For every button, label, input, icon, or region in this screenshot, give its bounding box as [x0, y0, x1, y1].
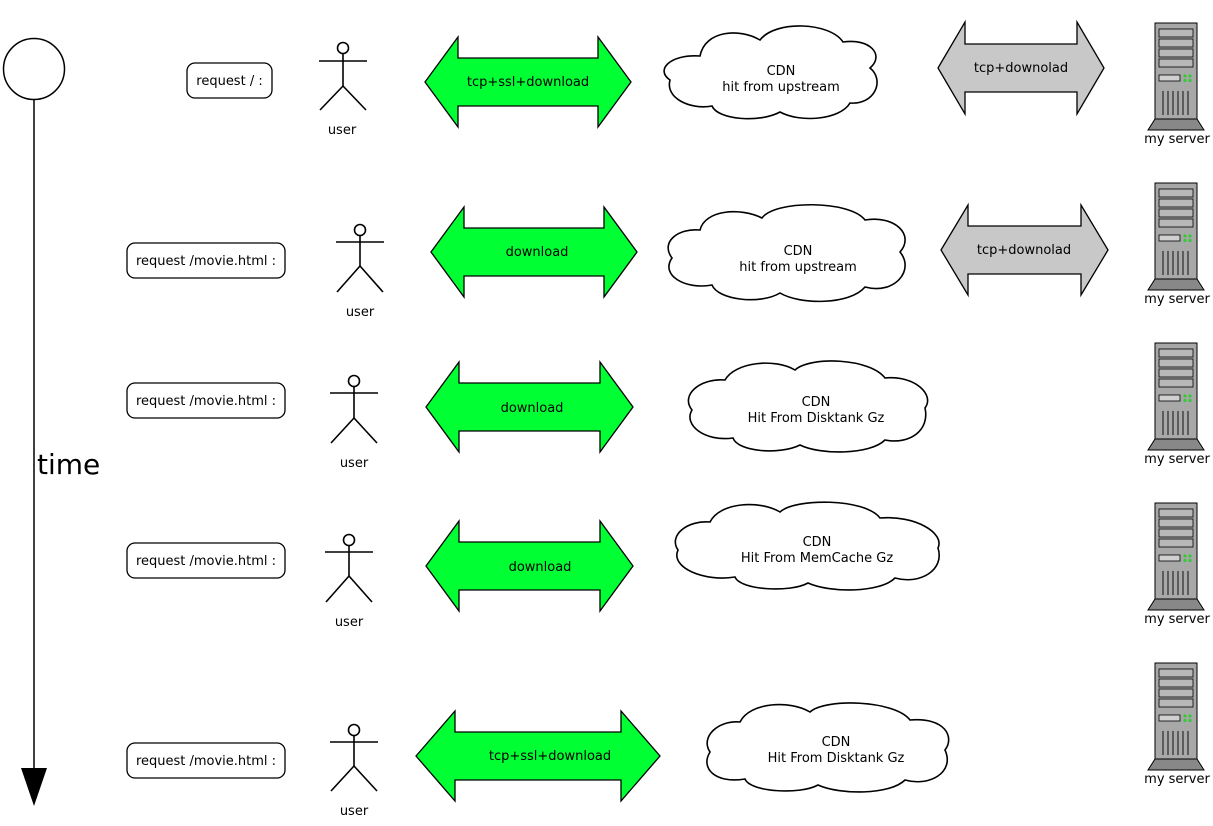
- user-cdn-arrow: [430, 205, 638, 299]
- cdn-title: CDN: [803, 535, 832, 550]
- user-icon: [319, 41, 367, 111]
- user-cdn-arrow-label: download: [501, 401, 564, 416]
- user-icon: [330, 723, 378, 792]
- cdn-server-arrow: [937, 19, 1105, 117]
- request-box: request /movie.html :: [126, 542, 286, 579]
- server-icon: [1147, 342, 1205, 451]
- server-icon: [1147, 662, 1205, 771]
- timeline-label: time: [37, 448, 100, 481]
- cdn-cloud: [663, 25, 878, 120]
- user-cdn-arrow-label: download: [509, 560, 572, 575]
- user-label: user: [335, 615, 364, 630]
- request-label: request /movie.html :: [136, 394, 276, 409]
- user-label: user: [346, 305, 375, 320]
- cdn-status: Hit From MemCache Gz: [741, 551, 893, 566]
- cdn-status: hit from upstream: [722, 80, 840, 95]
- request-label: request /movie.html :: [136, 254, 276, 269]
- row-4: request /movie.html : user download CDN …: [126, 501, 1210, 630]
- user-cdn-arrow: [415, 709, 661, 803]
- server-label: my server: [1144, 132, 1210, 147]
- cdn-title: CDN: [822, 735, 851, 750]
- user-cdn-arrow: [425, 519, 634, 613]
- cdn-title: CDN: [767, 64, 796, 79]
- cdn-title: CDN: [802, 395, 831, 410]
- request-label: request / :: [196, 74, 262, 89]
- cdn-status: Hit From Disktank Gz: [768, 751, 905, 766]
- user-cdn-arrow-label: tcp+ssl+download: [467, 75, 589, 90]
- timeline-arrowhead: [21, 768, 47, 806]
- request-box: request / :: [186, 62, 273, 99]
- user-label: user: [328, 123, 357, 138]
- cdn-status: hit from upstream: [739, 260, 857, 275]
- cdn-title: CDN: [784, 244, 813, 259]
- user-cdn-arrow: [425, 360, 634, 454]
- user-icon: [336, 223, 384, 293]
- row-1: request / : user tcp+ssl+download CDN hi…: [186, 19, 1210, 147]
- cdn-server-arrow-label: tcp+downolad: [977, 243, 1071, 258]
- user-cdn-arrow: [424, 35, 632, 129]
- cdn-cloud: [667, 203, 906, 303]
- cdn-cloud: [674, 501, 940, 591]
- user-cdn-arrow-label: download: [506, 245, 569, 260]
- user-label: user: [340, 456, 369, 471]
- server-icon: [1147, 502, 1205, 611]
- user-icon: [330, 374, 378, 444]
- request-label: request /movie.html :: [136, 554, 276, 569]
- server-label: my server: [1144, 612, 1210, 627]
- server-label: my server: [1144, 292, 1210, 307]
- user-cdn-arrow-label: tcp+ssl+download: [489, 749, 611, 764]
- cdn-server-arrow: [940, 202, 1109, 298]
- server-label: my server: [1144, 452, 1210, 467]
- request-box: request /movie.html :: [126, 382, 286, 419]
- cdn-cloud: [687, 360, 929, 453]
- timeline-start-circle: [2, 37, 66, 101]
- user-icon: [325, 533, 373, 603]
- cdn-status: Hit From Disktank Gz: [748, 411, 885, 426]
- row-5: request /movie.html : user tcp+ssl+downl…: [126, 662, 1210, 819]
- request-box: request /movie.html :: [126, 242, 286, 279]
- timeline: time: [2, 37, 100, 806]
- server-icon: [1147, 182, 1205, 291]
- cdn-cloud: [706, 702, 950, 793]
- row-3: request /movie.html : user download CDN …: [126, 342, 1210, 471]
- server-icon: [1147, 22, 1205, 131]
- user-label: user: [340, 804, 369, 819]
- request-box: request /movie.html :: [126, 742, 286, 779]
- request-label: request /movie.html :: [136, 754, 276, 769]
- server-label: my server: [1144, 772, 1210, 787]
- cdn-server-arrow-label: tcp+downolad: [974, 61, 1068, 76]
- row-2: request /movie.html : user download CDN …: [126, 182, 1210, 320]
